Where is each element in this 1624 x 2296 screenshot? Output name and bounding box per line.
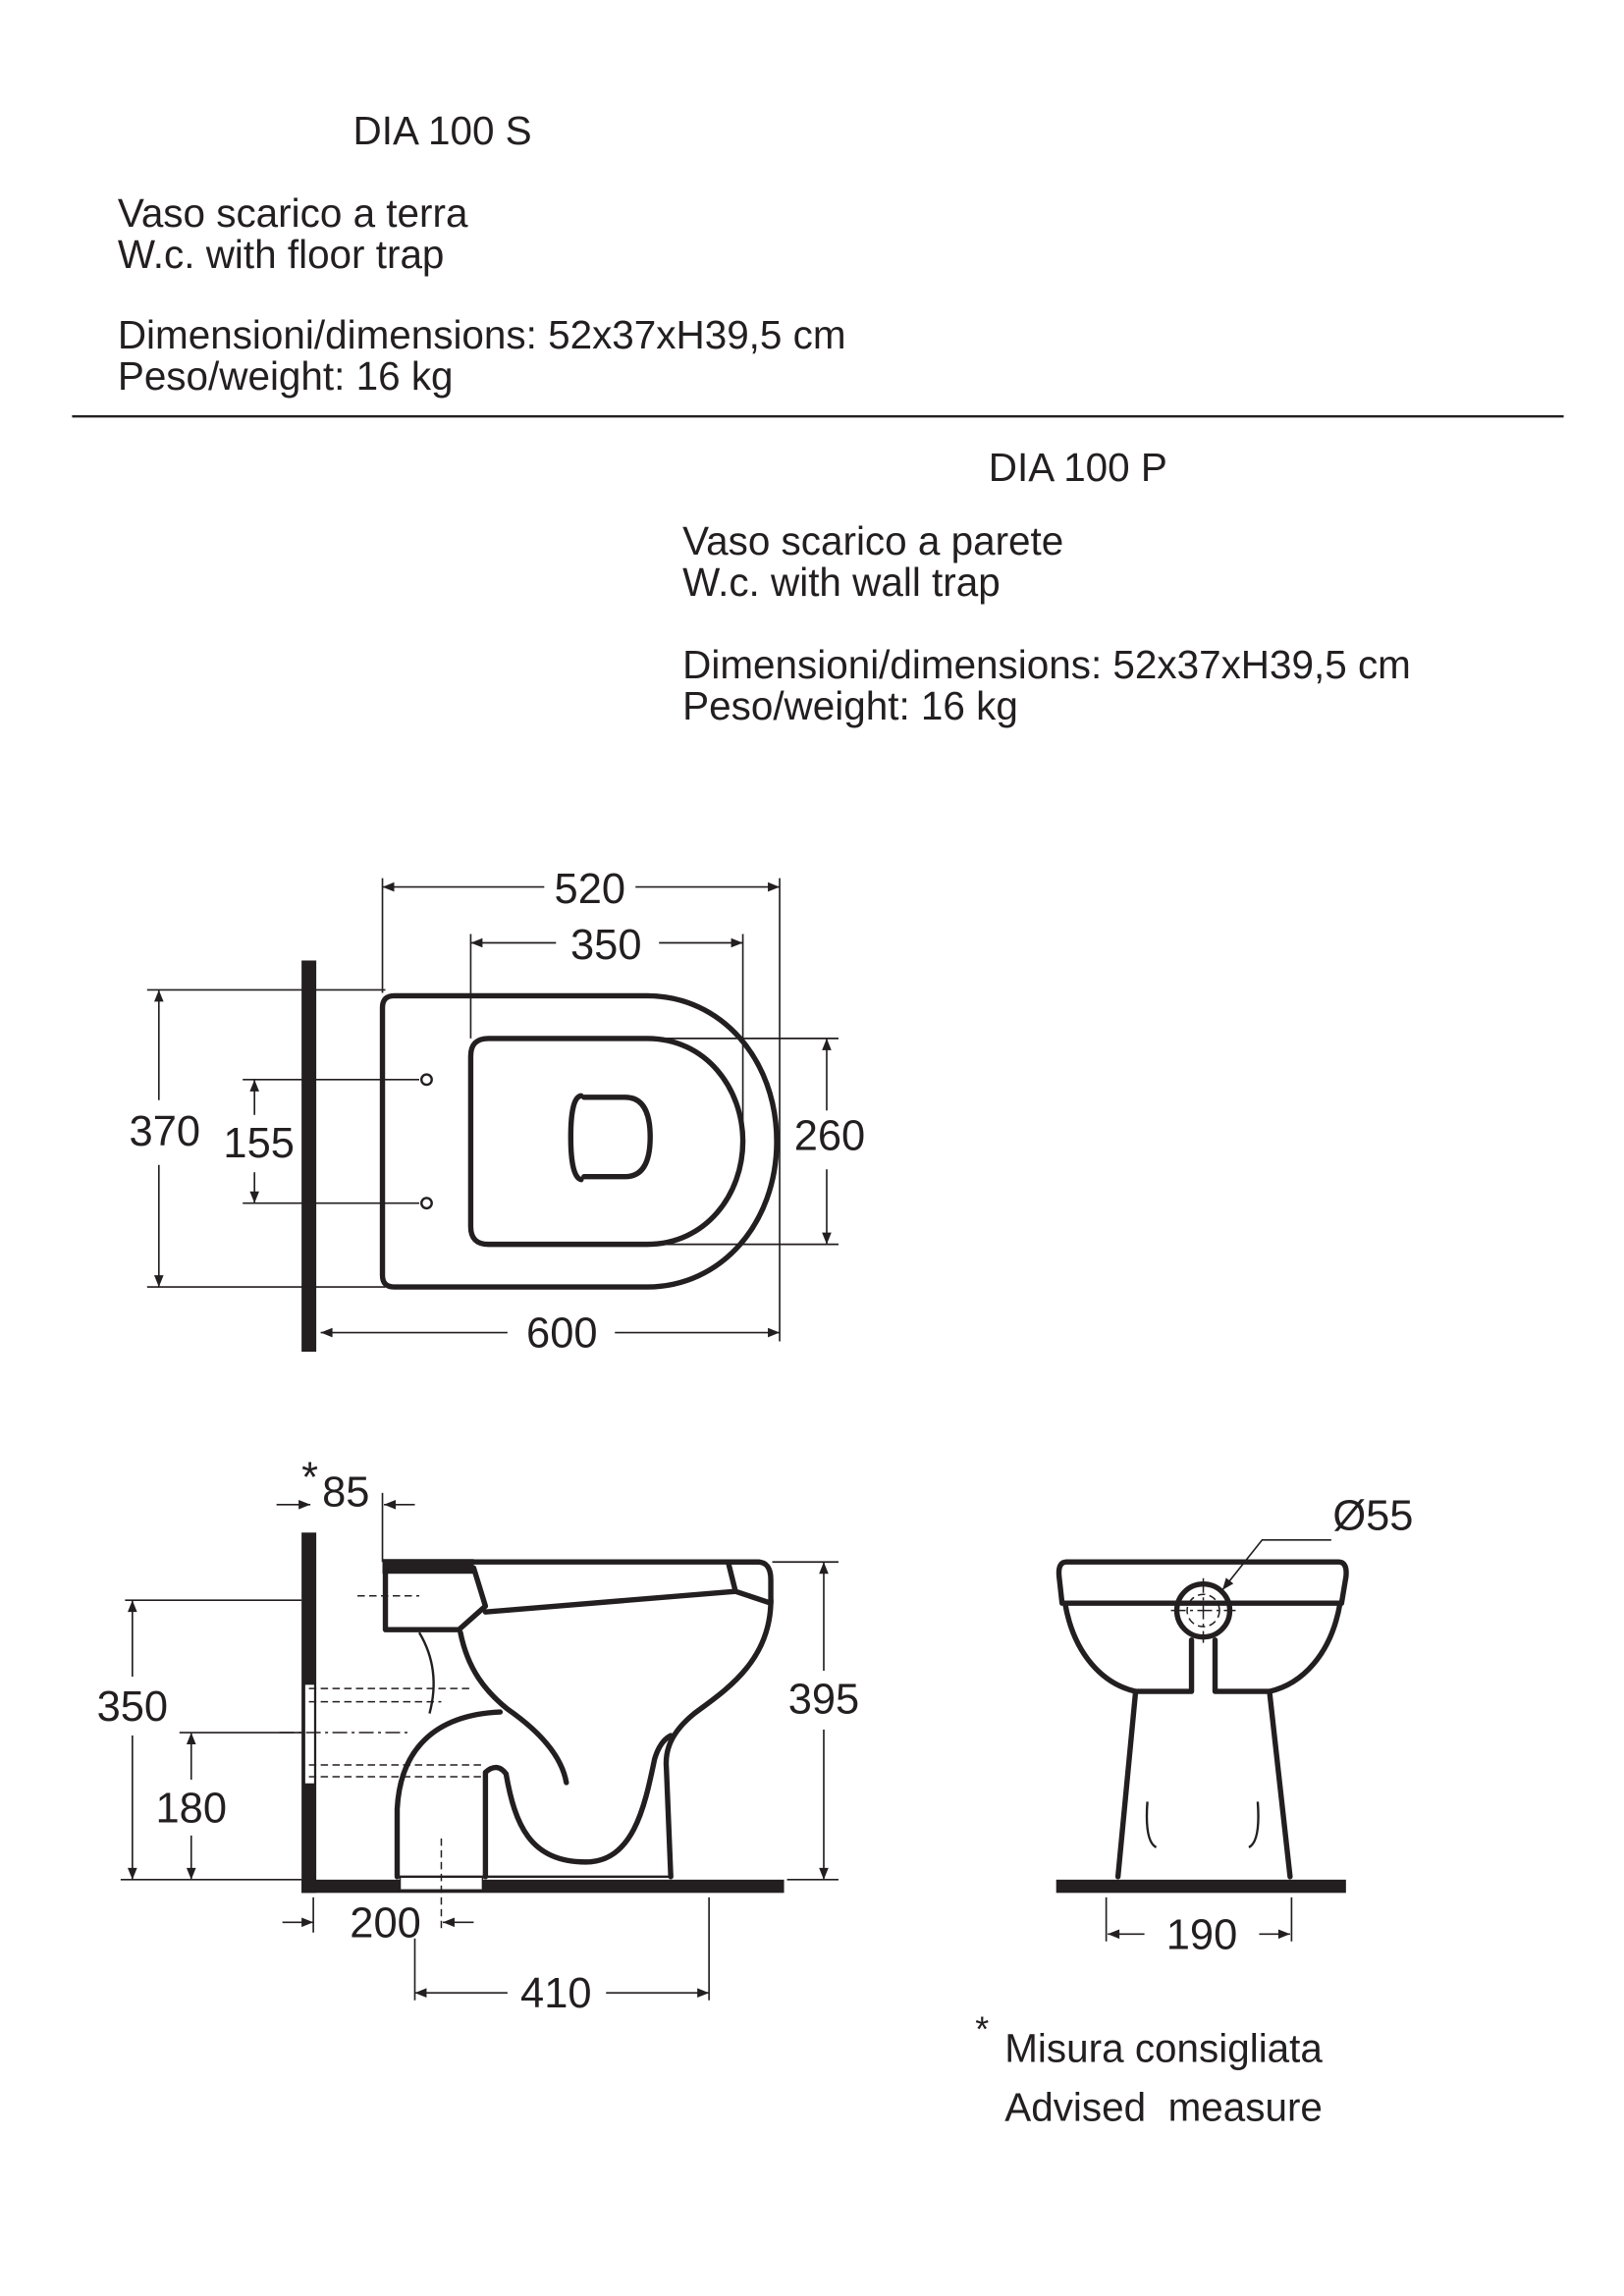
product-dimensions: Dimensioni/dimensions: 52x37xH39,5 cm xyxy=(118,312,846,357)
product-dimensions: Dimensioni/dimensions: 52x37xH39,5 cm xyxy=(682,642,1411,687)
footnote: * Misura consigliata Advised measure xyxy=(975,2009,1323,2130)
rim-rear-band xyxy=(382,1559,474,1575)
inlet-center-lines xyxy=(1170,1577,1236,1643)
floor xyxy=(1056,1879,1346,1894)
wall-outlet-bracket xyxy=(303,1682,316,1786)
product-code: DIA 100 P xyxy=(989,445,1167,490)
dimension-foot-width: 190 xyxy=(1166,1911,1237,1958)
dimension-seat-opening-width: 260 xyxy=(794,1113,865,1160)
extension-lines xyxy=(146,878,839,1342)
dimension-wall-gap: 85 xyxy=(322,1468,369,1516)
dimension-inlet-diameter: Ø55 xyxy=(1332,1492,1413,1539)
trap-inner-profile xyxy=(482,1733,674,1880)
footnote-asterisk: * xyxy=(975,2009,989,2050)
advised-asterisk: * xyxy=(301,1454,318,1501)
product-name-en: W.c. with floor trap xyxy=(118,232,445,277)
bowl-front-profile xyxy=(663,1597,774,1880)
floor xyxy=(301,1879,785,1894)
rim-rear-block xyxy=(382,1559,489,1632)
product-weight: Peso/weight: 16 kg xyxy=(118,353,454,399)
fixing-hole xyxy=(420,1197,433,1210)
product-s-header: DIA 100 S Vaso scarico a terra W.c. with… xyxy=(118,108,846,399)
seat-line xyxy=(482,1588,738,1615)
footnote-text-it: Misura consigliata xyxy=(1004,2026,1323,2071)
product-name-en: W.c. with wall trap xyxy=(682,560,1001,605)
dimension-seat-opening-length: 350 xyxy=(570,922,641,969)
footnote-text-en: Advised measure xyxy=(1004,2085,1323,2130)
front-view-drawing: Ø55 190 xyxy=(1056,1492,1413,1958)
dimension-length-overall: 520 xyxy=(555,866,625,913)
dimension-lower-outlet-height: 180 xyxy=(156,1785,227,1832)
dimension-wall-to-front: 600 xyxy=(526,1310,597,1358)
rim-front-block xyxy=(725,1559,774,1606)
dimension-fixing-holes-spacing: 155 xyxy=(223,1120,294,1167)
drain-outline xyxy=(568,1093,653,1183)
dimension-width: 370 xyxy=(130,1108,200,1155)
bowl-opening xyxy=(467,1036,746,1248)
trap-outer-profile xyxy=(394,1709,504,1880)
pedestal-inner-lines xyxy=(1145,1801,1260,1848)
diameter-leader-line xyxy=(1221,1538,1331,1591)
rear-leg-line xyxy=(417,1631,435,1714)
bowl-outline xyxy=(379,992,780,1290)
product-name-it: Vaso scarico a terra xyxy=(118,190,468,236)
dimension-floor-outlet-distance: 200 xyxy=(350,1899,420,1947)
product-name-it: Vaso scarico a parete xyxy=(682,518,1063,563)
wall xyxy=(301,960,317,1352)
product-code: DIA 100 S xyxy=(353,108,532,153)
bowl-rear-profile xyxy=(458,1629,569,1786)
dimension-height: 395 xyxy=(788,1677,859,1724)
pedestal-outline xyxy=(1114,1636,1293,1880)
dimension-wall-outlet-height: 350 xyxy=(97,1683,168,1731)
product-p-header: DIA 100 P Vaso scarico a parete W.c. wit… xyxy=(682,445,1411,728)
top-view-drawing: 520 350 370 155 260 600 xyxy=(130,866,866,1357)
dimension-fixing-distance: 410 xyxy=(520,1970,591,2017)
product-weight: Peso/weight: 16 kg xyxy=(682,683,1018,728)
bowl-outline xyxy=(1061,1600,1343,1694)
side-view-drawing: * 85 350 180 395 200 410 xyxy=(97,1454,860,2017)
extension-lines xyxy=(1105,1896,1293,1942)
extension-lines xyxy=(120,1492,839,2001)
fixing-hole xyxy=(420,1073,433,1087)
